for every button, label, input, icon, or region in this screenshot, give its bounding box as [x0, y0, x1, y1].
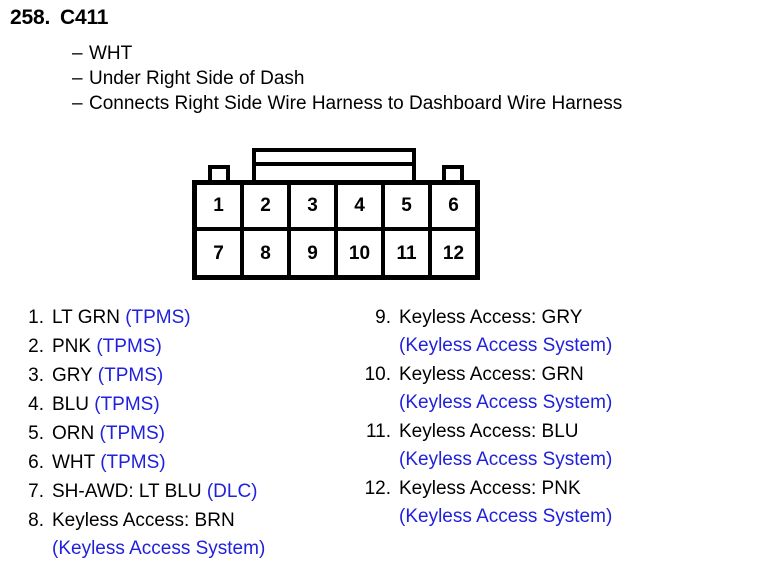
- connector-pin-cell: 5: [385, 185, 432, 227]
- pin-number: 8.: [28, 510, 44, 531]
- connector-pin-cell: 11: [385, 231, 432, 276]
- pin-number: 12.: [364, 478, 391, 499]
- dash-bullet-icon: –: [72, 43, 83, 64]
- connector-notch-left: [208, 165, 230, 184]
- pin-list-left: 1. LT GRN (TPMS) 2. PNK (TPMS) 3. GRY (T…: [18, 304, 338, 564]
- description-line: – Connects Right Side Wire Harness to Da…: [72, 91, 622, 116]
- pin-system: (Keyless Access System): [399, 506, 613, 527]
- pin-system: (TPMS): [96, 336, 162, 357]
- pin-description: LT GRN (TPMS): [52, 304, 191, 332]
- pin-wire-color: WHT: [52, 452, 95, 473]
- connector-pin-cell: 4: [338, 185, 385, 227]
- description-text: Connects Right Side Wire Harness to Dash…: [89, 93, 623, 114]
- pin-list-item: 11. Keyless Access: BLU (Keyless Access S…: [358, 418, 758, 474]
- pin-list-item: 6. WHT (TPMS): [18, 449, 338, 477]
- pin-list-item: 9. Keyless Access: GRY (Keyless Access Sy…: [358, 304, 758, 360]
- dash-bullet-icon: –: [72, 68, 83, 89]
- pin-wire-color: BLU: [52, 394, 89, 415]
- pin-system: (TPMS): [94, 394, 160, 415]
- pin-description: Keyless Access: BRN (Keyless Access Syste…: [52, 507, 265, 563]
- pin-system: (TPMS): [125, 307, 191, 328]
- description-text: Under Right Side of Dash: [89, 68, 305, 89]
- pin-wire-color: ORN: [52, 423, 95, 444]
- pin-wire-color: Keyless Access: GRY: [399, 307, 583, 328]
- pin-list-item: 12. Keyless Access: PNK (Keyless Access S…: [358, 475, 758, 531]
- pin-description: WHT (TPMS): [52, 449, 166, 477]
- connector-pin-row-bottom: 7 8 9 10 11 12: [197, 231, 475, 276]
- pin-list-item: 1. LT GRN (TPMS): [18, 304, 338, 332]
- pin-number: 6.: [28, 452, 44, 473]
- pin-system: (TPMS): [100, 452, 166, 473]
- pin-description: Keyless Access: GRN (Keyless Access Syste…: [399, 361, 612, 417]
- pin-wire-color: Keyless Access: GRN: [399, 364, 584, 385]
- pin-list-item: 8. Keyless Access: BRN (Keyless Access Sy…: [18, 507, 338, 563]
- page-title: 258. C411: [10, 6, 108, 30]
- pin-list-item: 7. SH-AWD: LT BLU (DLC): [18, 478, 338, 506]
- pin-list-item: 4. BLU (TPMS): [18, 391, 338, 419]
- connector-body: 1 2 3 4 5 6 7 8 9 10 11 12: [192, 180, 480, 280]
- pin-number: 7.: [28, 481, 44, 502]
- pin-system: (Keyless Access System): [399, 449, 613, 470]
- pin-description: GRY (TPMS): [52, 362, 163, 390]
- pin-number: 9.: [375, 307, 391, 328]
- connector-description-list: – WHT – Under Right Side of Dash – Conne…: [72, 41, 622, 116]
- pin-number: 10.: [364, 364, 391, 385]
- connector-id-label: C411: [60, 6, 109, 29]
- connector-notch-right: [442, 165, 464, 184]
- pin-number: 3.: [28, 365, 44, 386]
- pin-number: 2.: [28, 336, 44, 357]
- pin-system: (DLC): [206, 481, 258, 502]
- pin-number: 1.: [28, 307, 44, 328]
- pin-wire-color: Keyless Access: BRN: [52, 510, 235, 531]
- pin-description: BLU (TPMS): [52, 391, 160, 419]
- pin-list-item: 3. GRY (TPMS): [18, 362, 338, 390]
- pin-list-item: 2. PNK (TPMS): [18, 333, 338, 361]
- pin-wire-color: Keyless Access: PNK: [399, 478, 581, 499]
- pin-wire-color: Keyless Access: BLU: [399, 421, 579, 442]
- connector-pin-cell: 1: [197, 185, 244, 227]
- pin-number: 4.: [28, 394, 44, 415]
- pin-description: Keyless Access: BLU (Keyless Access Syste…: [399, 418, 612, 474]
- connector-pin-cell: 8: [244, 231, 291, 276]
- connector-pin-row-top: 1 2 3 4 5 6: [197, 185, 475, 231]
- pin-number: 5.: [28, 423, 44, 444]
- connector-index-number: 258.: [10, 6, 51, 29]
- pin-description: Keyless Access: GRY (Keyless Access Syste…: [399, 304, 612, 360]
- pin-number: 11.: [365, 421, 391, 442]
- pin-system: (TPMS): [97, 365, 164, 386]
- pin-description: Keyless Access: PNK (Keyless Access Syste…: [399, 475, 612, 531]
- pin-system: (Keyless Access System): [399, 392, 613, 413]
- pin-wire-color: GRY: [52, 365, 93, 386]
- pin-list-item: 5. ORN (TPMS): [18, 420, 338, 448]
- description-text: WHT: [89, 43, 133, 64]
- pin-wire-color: LT GRN: [52, 307, 120, 328]
- pin-description: ORN (TPMS): [52, 420, 165, 448]
- connector-latch: [252, 148, 416, 181]
- pin-description: SH-AWD: LT BLU (DLC): [52, 478, 258, 506]
- pin-wire-color: SH-AWD: LT BLU: [52, 481, 202, 502]
- connector-pin-cell: 2: [244, 185, 291, 227]
- pin-description: PNK (TPMS): [52, 333, 162, 361]
- connector-pin-cell: 10: [338, 231, 385, 276]
- description-line: – WHT: [72, 41, 622, 66]
- pin-wire-color: PNK: [52, 336, 92, 357]
- pin-system: (TPMS): [99, 423, 165, 444]
- connector-pin-cell: 9: [291, 231, 338, 276]
- pin-system: (Keyless Access System): [399, 335, 613, 356]
- connector-pin-cell: 7: [197, 231, 244, 276]
- connector-diagram: 1 2 3 4 5 6 7 8 9 10 11 12: [192, 148, 480, 280]
- pin-list-item: 10. Keyless Access: GRN (Keyless Access S…: [358, 361, 758, 417]
- description-line: – Under Right Side of Dash: [72, 66, 622, 91]
- pin-system: (Keyless Access System): [52, 538, 266, 559]
- connector-pin-cell: 3: [291, 185, 338, 227]
- dash-bullet-icon: –: [72, 93, 83, 114]
- connector-latch-line: [256, 162, 412, 166]
- connector-pin-cell: 6: [448, 195, 459, 216]
- connector-pin-cell: 12: [442, 242, 465, 264]
- pin-list-right: 9. Keyless Access: GRY (Keyless Access Sy…: [358, 304, 758, 532]
